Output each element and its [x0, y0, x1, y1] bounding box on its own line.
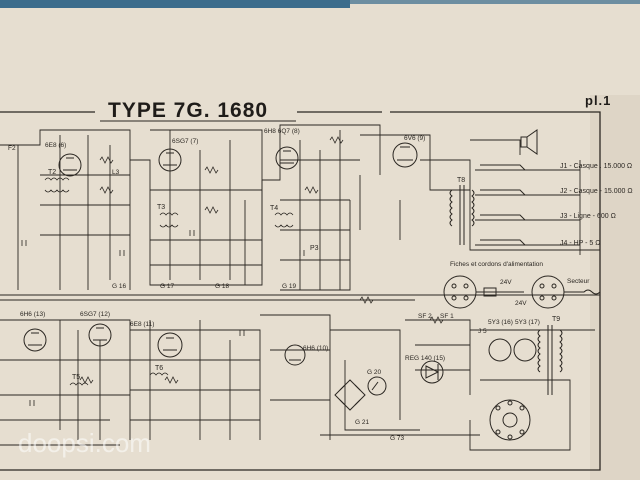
label-t2: T2 — [48, 169, 56, 176]
output-j2: J2 - Casque - 15.000 Ω — [560, 188, 633, 195]
label-t6: T6 — [155, 365, 163, 372]
tube-label-5y3-16: 5Y3 (16) — [488, 319, 513, 326]
tube-icon — [157, 332, 183, 358]
ref-g21: G 21 — [355, 419, 369, 426]
label-t3: T3 — [157, 204, 165, 211]
ref-j5: J 5 — [478, 328, 487, 335]
speaker-icon — [520, 129, 538, 155]
tube-label-6h6-13: 6H6 (13) — [20, 311, 45, 318]
tape-edge — [350, 0, 640, 4]
tube-label-6h8: 6H8 6Q7 (8) — [264, 128, 300, 135]
paper-margin — [590, 95, 640, 480]
label-t9: T9 — [552, 316, 560, 323]
transformer-t9 — [537, 325, 563, 395]
ref-sf2: SF 2 — [418, 313, 432, 320]
power-plugs — [443, 275, 601, 309]
power-caption: Fiches et cordons d'alimentation — [450, 261, 543, 268]
lower-stage-wiring — [0, 314, 595, 451]
label-p3: P3 — [310, 245, 319, 252]
tube-icon — [513, 338, 537, 362]
passive-components — [21, 136, 444, 406]
tube-icon — [23, 328, 47, 352]
rectifier-bridge — [334, 376, 387, 411]
tube-icon — [284, 344, 306, 366]
power-secteur: Secteur — [567, 278, 590, 285]
tube-label-6e8: 6E8 (6) — [45, 142, 66, 149]
output-j4: J4 - HP - 5 Ω — [560, 240, 601, 247]
tube-icon — [88, 323, 112, 347]
tube-icon — [275, 146, 299, 170]
coil-transformers — [44, 177, 294, 386]
tube-icon — [158, 148, 182, 172]
tube-icon — [58, 153, 82, 177]
meter-icon — [367, 376, 387, 396]
tube-label-6sg7: 6SG7 (7) — [172, 138, 198, 145]
transformer-labels: T2 T3 T4 T5 T6 T8 T9 P3 — [48, 169, 560, 381]
tube-icon — [488, 338, 512, 362]
label-t5: T5 — [72, 374, 80, 381]
tube-label-6v6: 6V6 (9) — [404, 135, 425, 142]
power-voltage-2: 24V — [515, 300, 527, 307]
blue-tape — [0, 0, 350, 8]
ref-g17: G 17 — [160, 283, 174, 290]
tube-symbols — [23, 142, 537, 384]
tube-label-6h6-10: 6H6 (10) — [303, 345, 328, 352]
ref-g19: G 19 — [282, 283, 296, 290]
plate-number: pl.1 — [585, 93, 611, 108]
tube-label-6sg7-12: 6SG7 (12) — [80, 311, 110, 318]
ref-g20: G 20 — [367, 369, 381, 376]
power-labels: Fiches et cordons d'alimentation Secteur… — [450, 261, 590, 307]
frame — [0, 111, 601, 471]
power-voltage-1: 24V — [500, 279, 512, 286]
output-labels: J1 - Casque . 15.000 Ω J2 - Casque - 15.… — [560, 163, 633, 247]
output-jacks — [480, 164, 555, 246]
tube-icon — [420, 360, 444, 384]
diagram-title: TYPE 7G. 1680 — [108, 99, 268, 122]
tube-label-5y3-17: 5Y3 (17) — [515, 319, 540, 326]
label-t8: T8 — [457, 177, 465, 184]
reference-labels: G 16 G 17 G 18 G 19 G 20 G 21 G 73 F2 L3… — [8, 145, 487, 442]
selector-switch-icon — [489, 399, 531, 441]
ref-g16: G 16 — [112, 283, 126, 290]
output-j1: J1 - Casque . 15.000 Ω — [560, 163, 632, 170]
ref-l3: L3 — [112, 169, 120, 176]
tube-icon — [392, 142, 418, 168]
ref-g73: G 73 — [390, 435, 404, 442]
output-j3: J3 - Ligne - 600 Ω — [560, 213, 616, 220]
tube-label-6e8-11: 6E8 (11) — [130, 321, 154, 328]
ref-g18: G 18 — [215, 283, 229, 290]
watermark: doopsi.com — [18, 428, 151, 458]
ref-f2: F2 — [8, 145, 16, 152]
ref-sf1: SF 1 — [440, 313, 454, 320]
tube-label-reg140: REG 140 (15) — [405, 355, 445, 362]
transformer-t8 — [449, 185, 475, 245]
tube-labels: 6E8 (6) 6SG7 (7) 6H8 6Q7 (8) 6V6 (9) 6H6… — [20, 128, 540, 362]
upper-stage-wiring — [0, 124, 600, 301]
label-t4: T4 — [270, 205, 278, 212]
